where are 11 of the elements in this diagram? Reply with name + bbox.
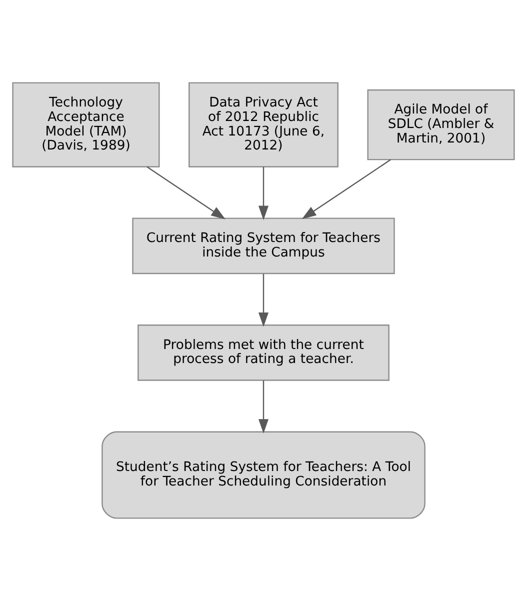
node-box: Current Rating System for Teachers inside the Campus bbox=[132, 217, 395, 274]
node-box: Agile Model of SDLC (Ambler & Martin, 2001) bbox=[367, 88, 515, 160]
arrow bbox=[146, 166, 226, 219]
arrow bbox=[302, 158, 391, 219]
node-box: Data Privacy Act of 2012 Republic Act 10173 (June 6, 2012) bbox=[188, 82, 338, 167]
node-box: Student’s Rating System for Teachers: A Tool for Teacher Scheduling Consideration bbox=[102, 430, 426, 518]
arrow bbox=[258, 274, 269, 326]
node-box: Technology Acceptance Model (TAM) (Davis, 1989) bbox=[12, 82, 160, 167]
arrow bbox=[258, 380, 269, 434]
arrow bbox=[258, 166, 269, 220]
node-box: Problems met with the current process of rating a teacher. bbox=[138, 324, 390, 380]
